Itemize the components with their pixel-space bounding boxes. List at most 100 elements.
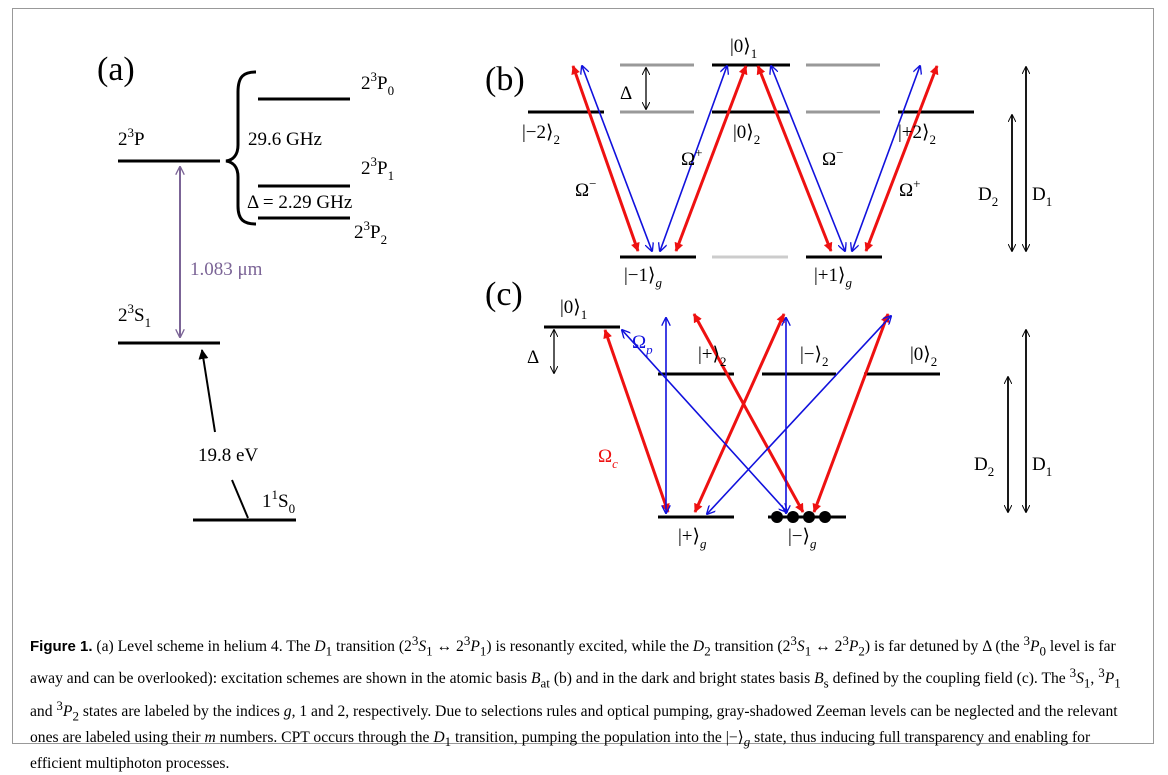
caption-text: ↔ 2 [432,638,464,656]
caption-sub: 1 [1083,675,1091,691]
label-c-minus-2: |−⟩2 [800,344,828,369]
arrow-b-red-4 [864,65,939,252]
caption-sub: 0 [1039,643,1047,659]
label-2p1: 23P1 [361,154,394,183]
label-b-omega-minus-1: Ω− [575,176,596,201]
caption-sub: 2 [858,643,865,659]
label-2p2: 23P2 [354,218,387,247]
caption-sup: 3 [463,633,471,648]
label-b-m1-g: |−1⟩g [624,265,662,290]
caption-sub: at [540,675,550,691]
label-wavelength: 1.083 μm [190,259,263,280]
label-b-m2-2: |−2⟩2 [522,122,560,147]
caption-sup: 3 [842,633,849,648]
caption-sub: 1 [1114,675,1121,691]
caption-text: ↔ 2 [811,638,843,656]
label-c-0-2: |0⟩2 [910,344,937,369]
splitting-brace [225,70,257,226]
caption-text: numbers. CPT occurs through the [215,728,434,746]
population-dot-2 [787,511,799,523]
level-scheme-figure: (a) 23P 23S1 23P0 23P1 23P2 11S0 29.6 GH… [97,36,1052,551]
caption-label: Figure 1. [30,638,93,656]
arrow-c-red-zero [812,313,890,513]
arrow-b-blue-3 [771,66,845,251]
caption-sub: 1 [444,734,452,749]
caption-text: , 1 and 2, respectively. Due to selectio… [30,702,1118,746]
caption-math: P [1029,638,1040,656]
caption-math: B [531,670,541,688]
caption-sup: 3 [790,633,797,648]
caption-sub: 2 [704,643,711,659]
figure-caption: Figure 1. (a) Level scheme in helium 4. … [30,630,1140,775]
caption-math: S [1076,670,1084,688]
label-b-0-1: |0⟩1 [730,36,757,61]
label-splitting: 29.6 GHz [248,129,322,150]
arrow-c-blue-diagonal [707,316,891,514]
caption-sub: 1 [804,643,812,659]
panel-c: (c) Δ |0⟩1 |+⟩2 |−⟩2 |0⟩2 |+⟩g |−⟩g Ωp Ω… [485,276,1052,551]
label-b-delta: Δ [620,83,632,104]
label-b-p2-2: |+2⟩2 [898,122,936,147]
label-c-plus-2: |+⟩2 [698,344,726,369]
panel-b: (b) Δ |0⟩1 |−2⟩2 |0⟩2 |+2⟩2 |−1⟩g |+1⟩g … [485,36,1052,290]
arrow-c-red-coupling [603,329,670,513]
caption-math: S [796,638,805,656]
label-b-omega-plus-1: Ω+ [681,145,702,170]
caption-text: defined by the coupling field (c). The [828,670,1070,688]
caption-text: transition, pumping the population into … [451,728,744,746]
arrow-b-blue-4 [852,66,920,251]
caption-sub: s [823,675,829,691]
caption-sub: 1 [325,643,333,659]
panel-a-label: (a) [97,51,135,88]
label-c-minus-g: |−⟩g [788,526,817,551]
label-c-delta: Δ [527,347,539,368]
label-2p0: 23P0 [361,69,394,98]
figure-frame [12,8,1154,744]
population-dot-4 [819,511,831,523]
caption-math: m [204,728,216,746]
label-2s1: 23S1 [118,301,151,330]
caption-math: D [433,728,445,746]
label-b-omega-plus-2: Ω+ [899,176,920,201]
caption-text: and [30,702,57,720]
caption-sup: 3 [411,633,419,648]
arrow-b-red-3 [756,65,833,252]
arrow-b-blue-1 [582,66,652,251]
caption-sub: g [743,734,751,749]
caption-sub: 1 [479,643,487,659]
label-b-d1: D1 [1032,184,1052,209]
population-dot-3 [803,511,815,523]
caption-text: states are labeled by the indices [78,702,284,720]
caption-text: transition (2 [332,638,412,656]
panel-a: (a) 23P 23S1 23P0 23P1 23P2 11S0 29.6 GH… [97,51,394,522]
caption-sup: 3 [56,697,63,713]
caption-sup: 3 [1023,633,1030,648]
caption-text: transition (2 [710,638,791,656]
caption-math: P [62,702,73,720]
label-c-d2: D2 [974,454,994,479]
label-2p: 23P [118,125,145,150]
caption-text: (b) and in the dark and bright states ba… [549,670,815,688]
label-b-p1-g: |+1⟩g [814,265,852,290]
label-energy: 19.8 eV [198,445,258,466]
label-c-omega-c: Ωc [598,446,618,471]
caption-sup: 3 [1069,665,1077,681]
caption-math: P [848,638,859,656]
caption-math: S [418,638,427,656]
label-b-omega-minus-2: Ω− [822,145,843,170]
caption-text: ) is resonantly excited, while the [486,638,693,656]
caption-sub: 2 [72,707,79,723]
caption-sup: 3 [1098,665,1105,681]
excitation-line [231,479,249,519]
excitation-arrow [198,349,216,433]
caption-text: (a) Level scheme in helium 4. The [92,638,315,656]
caption-math: D [314,638,326,656]
caption-math: P [1104,670,1115,688]
label-delta-ghz: Δ = 2.29 GHz [247,192,352,213]
panel-b-label: (b) [485,61,525,98]
label-c-0-1: |0⟩1 [560,297,587,322]
population-dot-1 [771,511,783,523]
panel-c-label: (c) [485,276,523,313]
caption-math: B [814,670,824,688]
caption-math: D [692,638,705,656]
